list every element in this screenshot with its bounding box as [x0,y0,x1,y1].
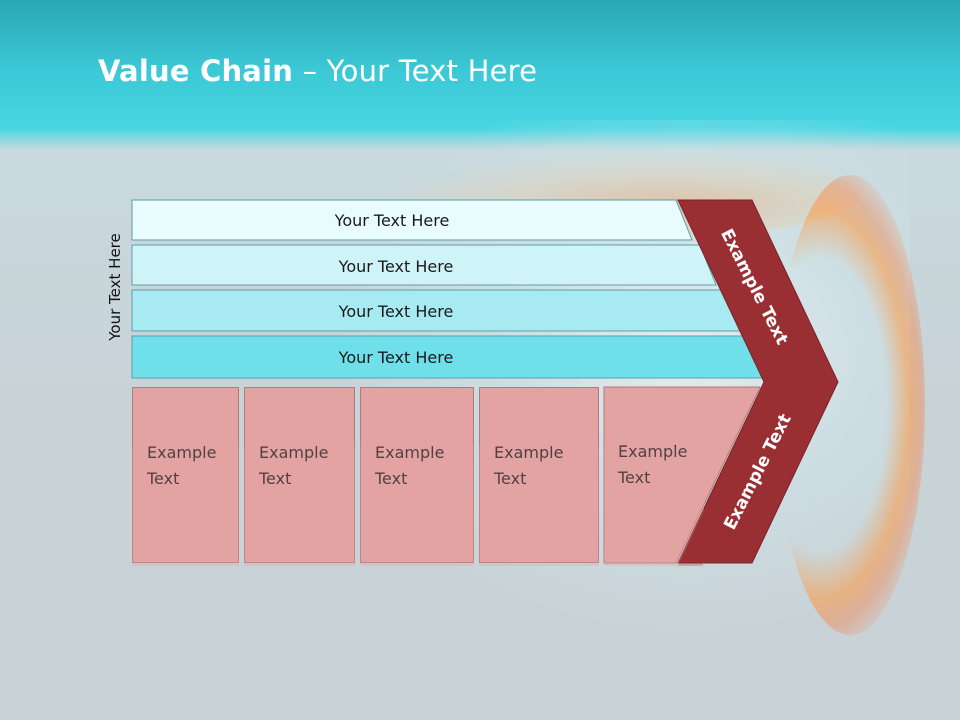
title-rest: – Your Text Here [293,54,538,88]
cell-4-line2: Text [494,466,598,492]
bar-1-label-text: Your Text Here [334,210,450,230]
bar-2-label: Your Text Here [338,256,454,276]
cell-2-line2: Text [259,466,354,492]
bar-1-shape [131,199,693,241]
slide-title[interactable]: Value Chain – Your Text Here [98,54,537,88]
bar-3-label: Your Text Here [338,301,454,321]
cell-1[interactable]: Example Text [132,387,239,563]
cell-2[interactable]: Example Text [244,387,355,563]
cell-3[interactable]: Example Text [360,387,474,563]
reflection [0,412,960,566]
cell-5[interactable]: Example Text [604,387,704,563]
bar-4[interactable]: Your Text Here [132,337,700,377]
bar-2-shape [131,244,717,286]
cell-5-line1: Example [618,439,704,465]
cell-5-shape [603,386,761,564]
bar-2[interactable]: Your Text Here [132,246,700,286]
bar-4-label: Your Text Here [338,347,454,367]
cell-4-line1: Example [494,440,598,466]
cell-3-line1: Example [375,440,473,466]
cell-3-line2: Text [375,466,473,492]
cell-1-line1: Example [147,440,238,466]
cell-2-line1: Example [259,440,354,466]
bar-1-text[interactable]: Your Text Here [132,200,692,240]
bar-3[interactable]: Your Text Here [132,291,700,331]
cell-1-line2: Text [147,466,238,492]
cell-4[interactable]: Example Text [479,387,599,563]
title-bold: Value Chain [98,54,294,88]
cell-5-line2: Text [618,465,704,491]
chevron-shape [677,199,839,564]
